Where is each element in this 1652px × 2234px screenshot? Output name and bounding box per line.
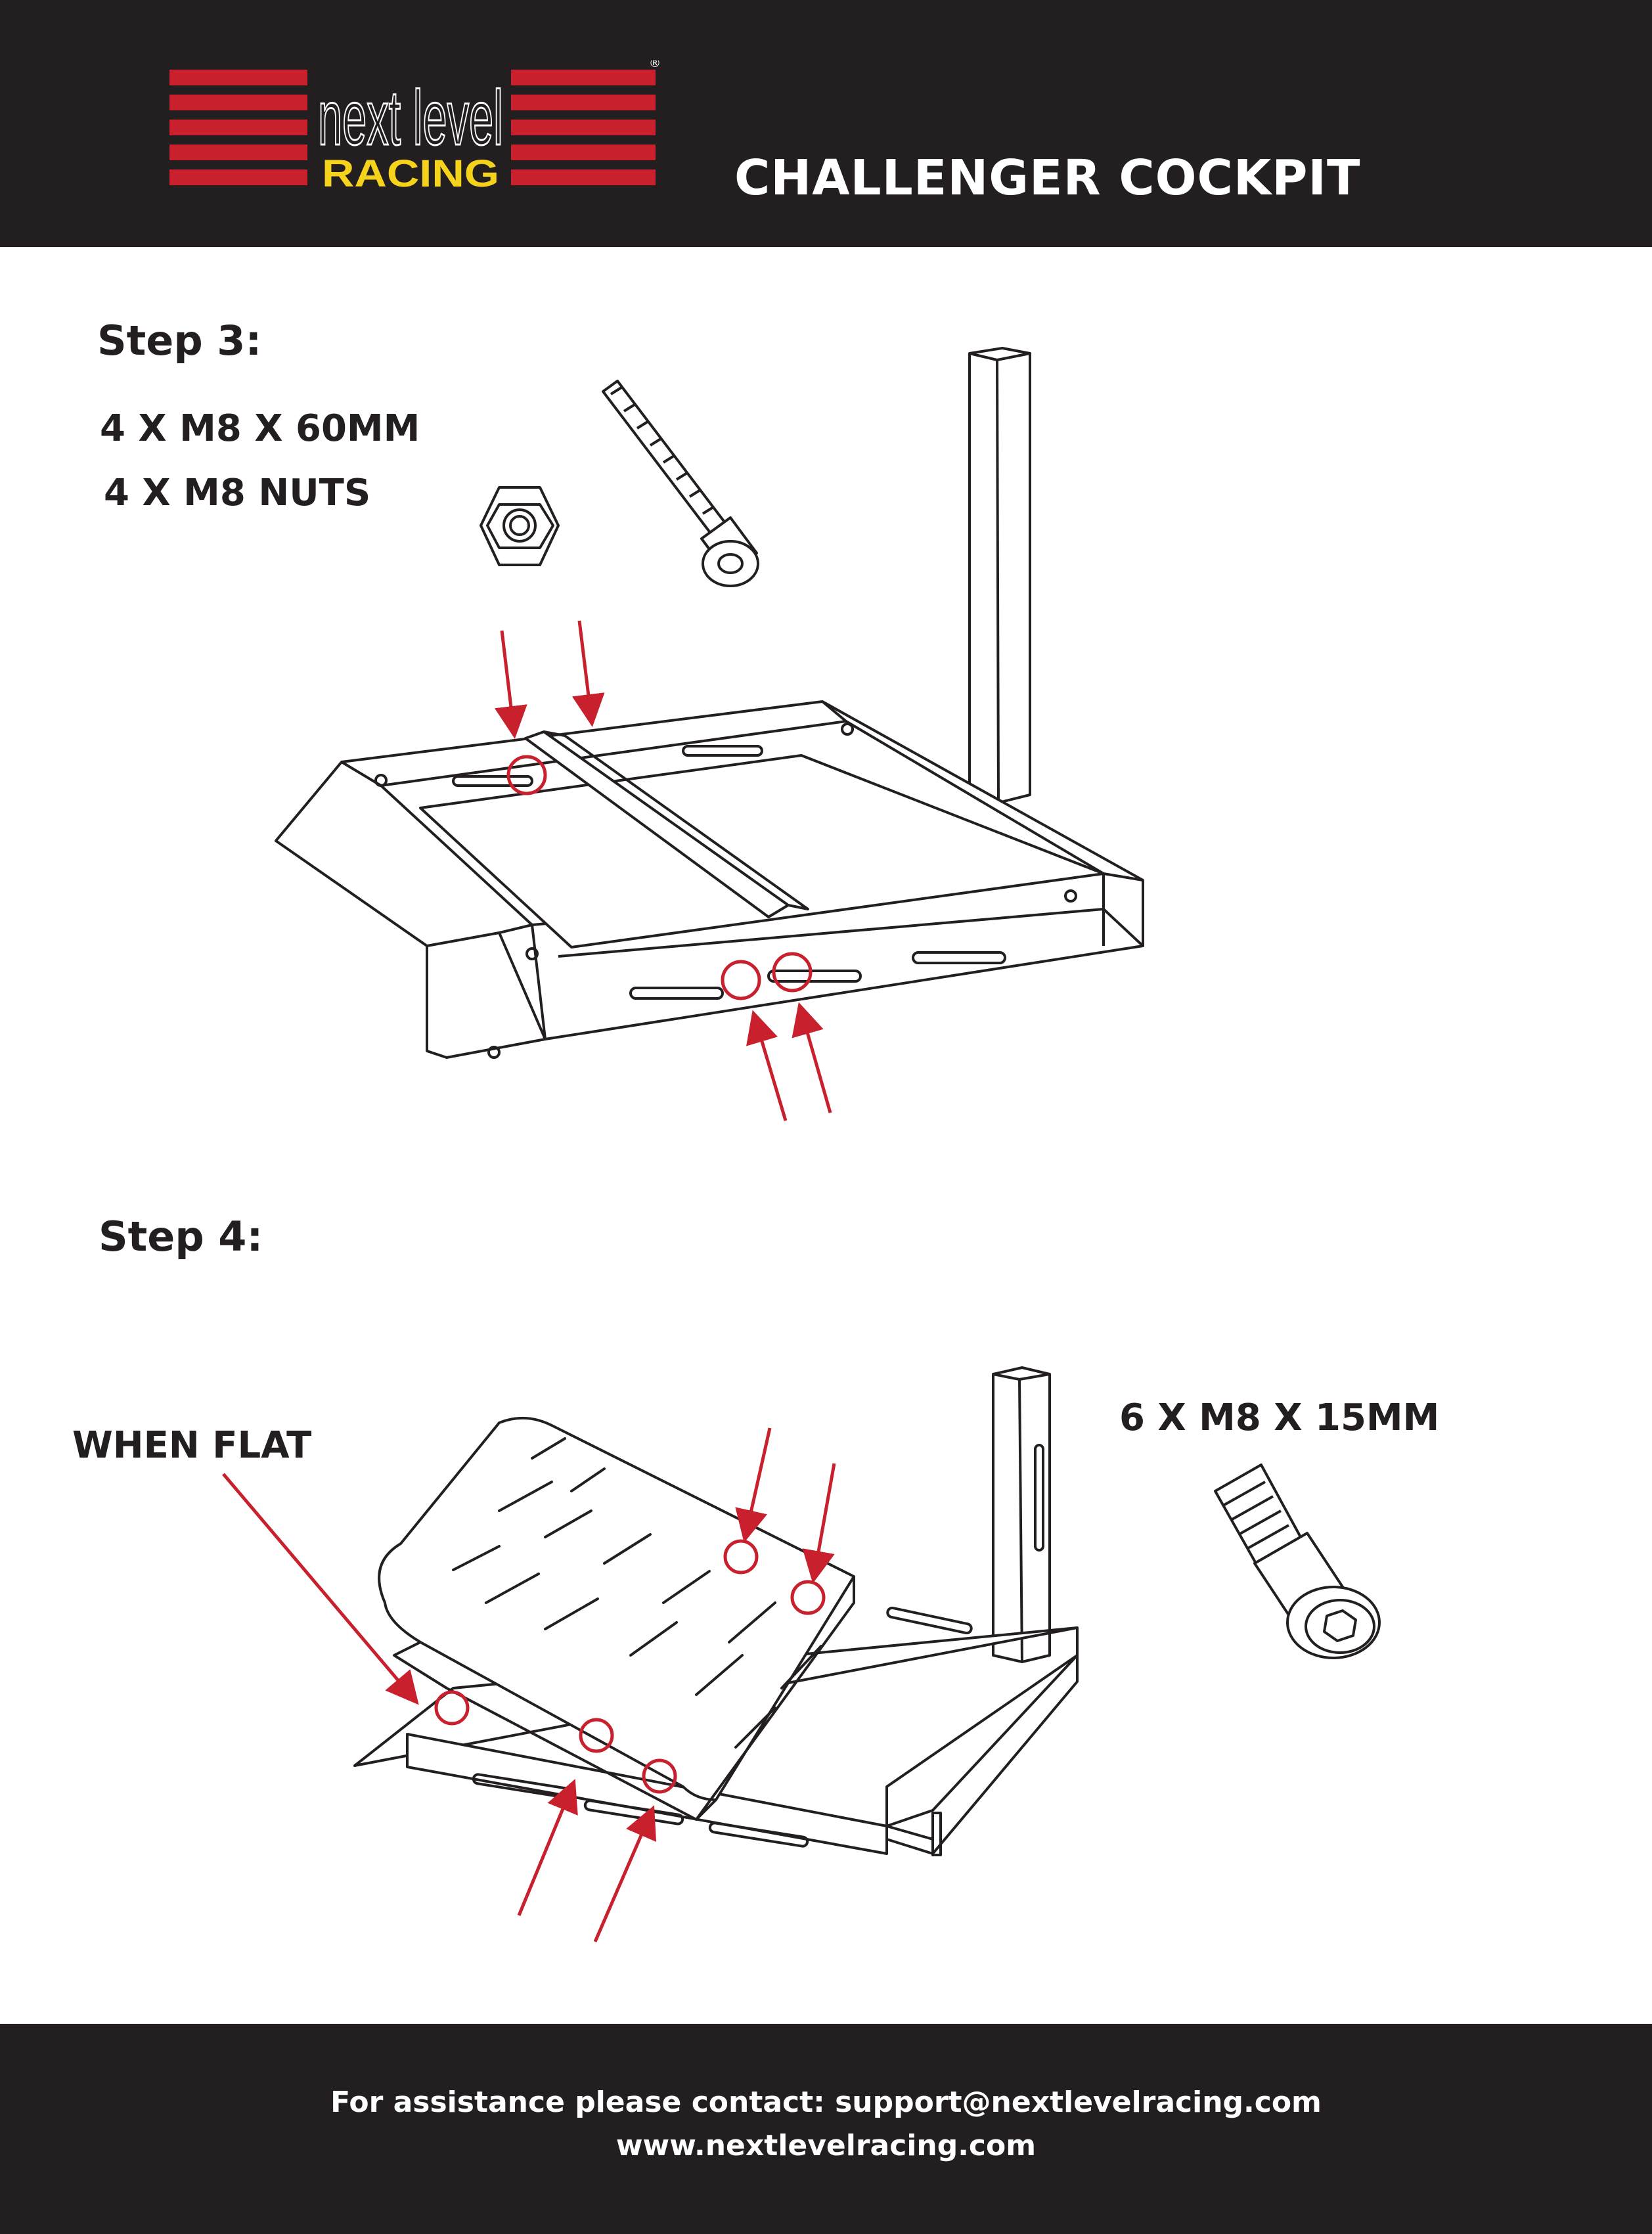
step4-part-bolts: 6 X M8 X 15MM	[1119, 1396, 1440, 1439]
next-level-racing-logo: next level RACING ®	[169, 60, 661, 195]
step3-arrow-3	[746, 1010, 788, 1121]
logo-registered-mark: ®	[649, 60, 661, 70]
step4-arrow-4	[593, 1805, 657, 1942]
step3-hole-marker-1	[506, 755, 547, 795]
when-flat-note: WHEN FLAT	[72, 1424, 312, 1467]
logo-brand-top: next level	[318, 75, 503, 162]
step3-hole-marker-3	[772, 952, 813, 993]
step3-part-bolts: 4 X M8 X 60MM	[100, 407, 420, 450]
step3-upright-post	[968, 347, 1031, 804]
step4-title: Step 4:	[99, 1213, 263, 1261]
page-header: next level RACING ® CHALLENGER COCKPIT	[0, 0, 1652, 247]
step4-arrow-3	[517, 1779, 578, 1916]
step3-arrow-2	[571, 620, 605, 727]
step3-part-nuts: 4 X M8 NUTS	[104, 472, 371, 514]
step3-arrow-1	[495, 630, 527, 739]
step4-hole-marker-4	[579, 1718, 614, 1753]
step3-title: Step 3:	[97, 317, 262, 365]
step3-diagram	[275, 347, 1144, 1121]
m8-15mm-bolt-icon	[1214, 1463, 1381, 1659]
logo-right-stripes	[511, 70, 656, 185]
step4-upright-post	[992, 1366, 1051, 1663]
logo-left-stripes	[169, 70, 307, 185]
step4-arrow-2	[802, 1463, 836, 1584]
m8-60mm-bolt-icon	[602, 380, 759, 587]
page-footer: For assistance please contact: support@n…	[0, 2024, 1652, 2234]
pedal-plate	[378, 1416, 855, 1821]
step3-arrow-4	[792, 1002, 832, 1113]
support-contact-text: For assistance please contact: support@n…	[330, 2086, 1322, 2119]
when-flat-arrow	[222, 1473, 419, 1705]
website-link[interactable]: www.nextlevelracing.com	[615, 2129, 1037, 2162]
step4-hole-marker-5	[642, 1758, 677, 1794]
m8-nut-icon	[480, 486, 560, 566]
step3-base-frame	[275, 700, 1144, 1059]
step4-diagram	[222, 1366, 1381, 1942]
step4-arrow-1	[735, 1427, 772, 1543]
document-title: CHALLENGER COCKPIT	[734, 150, 1361, 206]
logo-brand-bottom: RACING	[322, 152, 499, 195]
step4-hole-marker-3	[434, 1690, 470, 1726]
step3-hole-marker-2	[721, 960, 761, 1000]
